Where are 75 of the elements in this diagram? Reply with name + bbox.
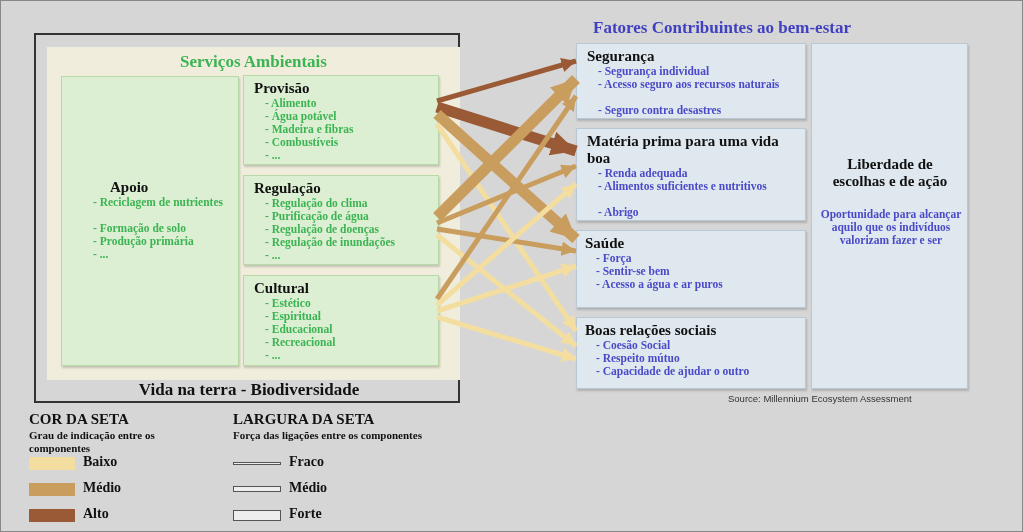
- service-card: [61, 76, 239, 366]
- list-item: - Respeito mútuo: [595, 352, 681, 365]
- arrow: [434, 122, 579, 333]
- service-card: [243, 175, 439, 265]
- list-item: - Coesão Social: [595, 339, 672, 352]
- list-item: - Produção primária: [92, 235, 195, 248]
- legend-text: Baixo: [83, 454, 118, 470]
- list-item: - Acesso seguro aos recursos naturais: [597, 78, 781, 91]
- arrow: [435, 233, 578, 348]
- factor-card: [576, 230, 806, 308]
- card-heading: Liberdade de escolhas e de ação: [831, 156, 949, 190]
- list-item: - Capacidade de ajudar o outro: [595, 365, 751, 378]
- list-item: - Reciclagem de nutrientes: [92, 196, 224, 209]
- card-heading: Vida na terra - Biodiversidade: [137, 381, 361, 398]
- list-item: - Educacional: [264, 323, 334, 336]
- arrow: [436, 58, 577, 104]
- section-title: Fatores Contribuintes ao bem-estar: [593, 18, 851, 38]
- list-item: - Regulação de inundações: [264, 236, 397, 249]
- card-heading: Provisão: [254, 80, 311, 97]
- card-heading: Regulação: [254, 180, 322, 197]
- list-item: - Purificação de água: [264, 210, 370, 223]
- card-heading: Saúde: [585, 235, 626, 252]
- arrow: [436, 226, 577, 256]
- card-heading: Serviços Ambientais: [179, 53, 328, 70]
- legend-subtitle: Grau de indicação entre os componentes: [29, 429, 156, 455]
- list-item: - Regulação de doenças: [264, 223, 381, 236]
- legend-text: Forte: [289, 506, 322, 522]
- list-item: - Regulação do clima: [264, 197, 369, 210]
- legend-text: Alto: [83, 506, 109, 522]
- list-item: - Combustíveis: [264, 136, 340, 149]
- service-card: [243, 275, 439, 366]
- arrow: [435, 182, 578, 307]
- list-item: - Renda adequada: [597, 167, 689, 180]
- list-item: - Alimento: [264, 97, 318, 109]
- card-heading: Cultural: [254, 280, 310, 297]
- list-item: Oportunidade para alcançar aquilo que os indivíduos valorizam fazer e ser: [819, 208, 963, 247]
- list-item: - Abrigo: [597, 206, 640, 219]
- legend-title: LARGURA DA SETA: [233, 411, 375, 428]
- list-item: - Recreacional: [264, 336, 337, 349]
- list-item: - Força: [595, 252, 633, 265]
- source-note: Source: Millennium Ecosystem Assessment: [728, 393, 912, 404]
- arrow: [433, 75, 580, 221]
- list-item: - Espiritual: [264, 310, 322, 323]
- service-card: [243, 75, 439, 165]
- list-item: - Seguro contra desastres: [597, 104, 723, 117]
- arrow: [436, 263, 577, 314]
- card-heading: Matéria prima para uma vida boa: [587, 133, 780, 167]
- legend-subtitle: Força das ligações entre os componentes: [233, 429, 423, 442]
- arrow: [434, 94, 579, 301]
- arrow: [436, 163, 577, 226]
- list-item: - Alimentos suficientes e nutritivos: [597, 180, 768, 193]
- factor-card: [576, 317, 806, 389]
- list-item: - ...: [264, 149, 282, 162]
- list-item: - Formação de solo: [92, 222, 187, 235]
- list-item: - ...: [264, 349, 282, 362]
- legend-text: Médio: [83, 480, 122, 496]
- list-item: - Acesso a água e ar puros: [595, 278, 724, 291]
- list-item: - Segurança individual: [597, 65, 711, 78]
- legend-text: Médio: [289, 480, 328, 496]
- list-item: - Sentir-se bem: [595, 265, 671, 278]
- arrow: [433, 109, 580, 244]
- list-item: - Madeira e fibras: [264, 123, 355, 136]
- list-item: - Água potável: [264, 110, 338, 123]
- factor-card: [576, 43, 806, 119]
- card-heading: Segurança: [587, 48, 656, 65]
- freedom-card: [811, 43, 968, 389]
- list-item: - ...: [92, 248, 110, 261]
- list-item: - ...: [264, 249, 282, 262]
- factor-card: [576, 128, 806, 221]
- arrow: [436, 314, 577, 362]
- legend-text: Fraco: [289, 454, 324, 470]
- card-heading: Boas relações sociais: [585, 322, 718, 339]
- legend-title: COR DA SETA: [29, 411, 129, 428]
- arrow: [435, 101, 578, 157]
- list-item: - Estético: [264, 297, 312, 310]
